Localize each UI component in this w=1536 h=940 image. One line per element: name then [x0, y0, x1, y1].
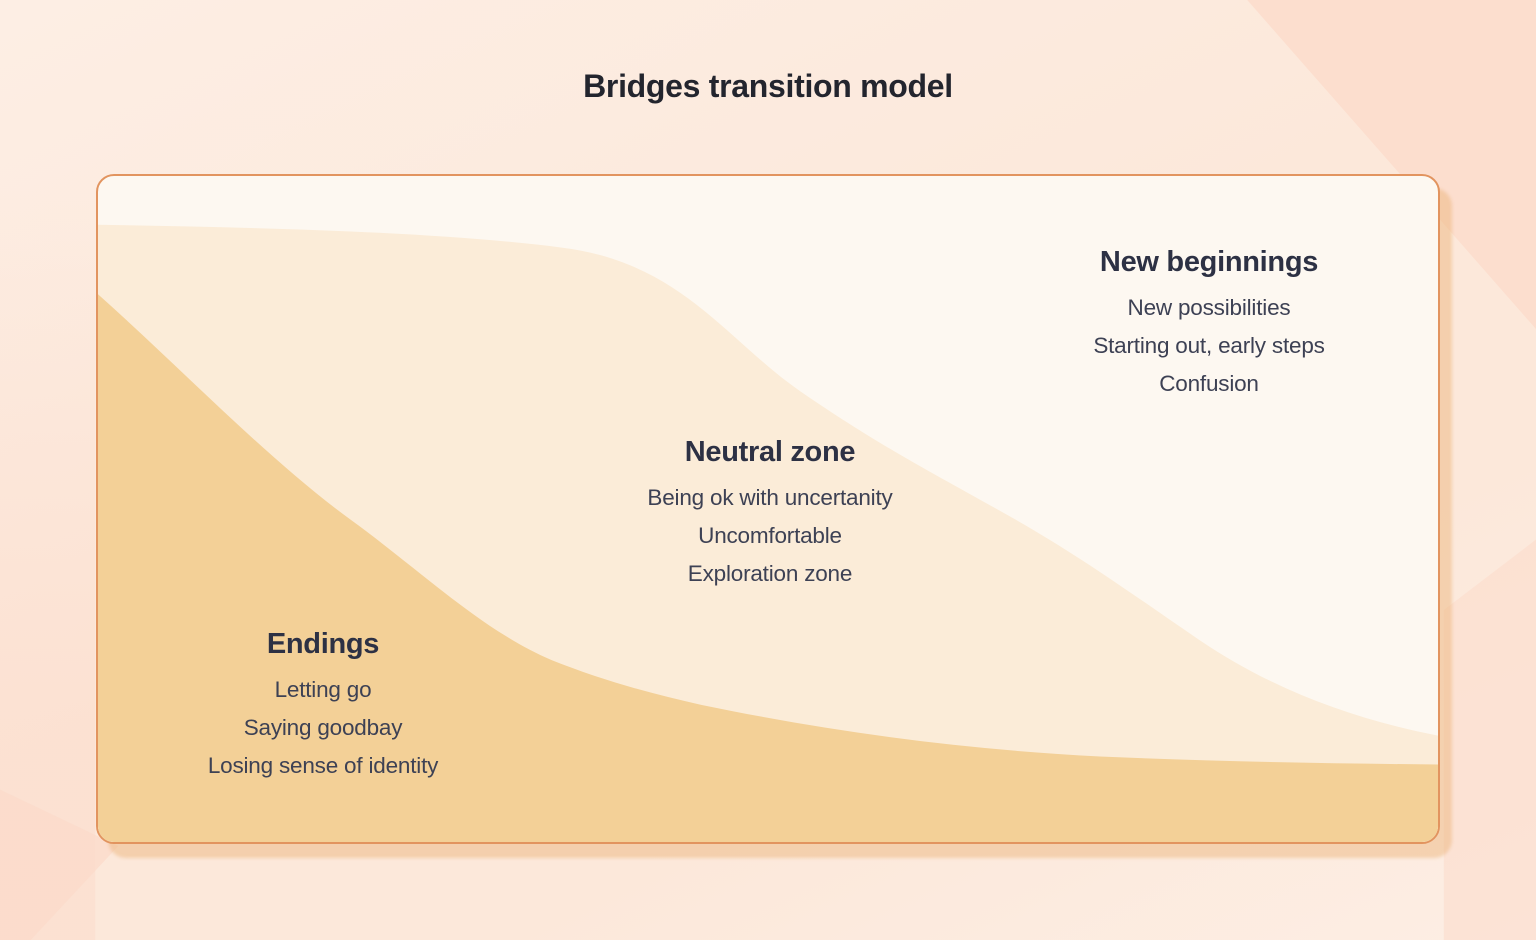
zone-endings: Endings Letting go Saying goodbay Losing… [148, 628, 498, 785]
zone-neutral-title: Neutral zone [684, 436, 856, 468]
zone-neutral-items: Being ok with uncertanity Uncomfortable … [595, 479, 945, 593]
zone-item: Confusion [1159, 371, 1259, 396]
zone-item: New possibilities [1127, 295, 1291, 320]
zone-item: Letting go [274, 677, 372, 702]
zone-new-beginnings-title: New beginnings [1099, 246, 1319, 278]
zone-item: Exploration zone [687, 561, 853, 586]
diagram-title: Bridges transition model [583, 68, 953, 104]
zone-new-beginnings-items: New possibilities Starting out, early st… [1034, 289, 1384, 403]
zone-new-beginnings: New beginnings New possibilities Startin… [1034, 246, 1384, 403]
zone-item: Being ok with uncertanity [647, 485, 893, 510]
zone-neutral: Neutral zone Being ok with uncertanity U… [595, 436, 945, 593]
zone-item: Losing sense of identity [207, 753, 439, 778]
zone-item: Saying goodbay [243, 715, 403, 740]
zone-endings-title: Endings [266, 628, 380, 660]
diagram-card: Endings Letting go Saying goodbay Losing… [96, 174, 1440, 844]
zone-item: Starting out, early steps [1093, 333, 1325, 358]
zone-endings-items: Letting go Saying goodbay Losing sense o… [148, 671, 498, 785]
endings-zone-wave [98, 294, 1438, 842]
zone-item: Uncomfortable [698, 523, 842, 548]
zone-waves [98, 224, 1438, 842]
